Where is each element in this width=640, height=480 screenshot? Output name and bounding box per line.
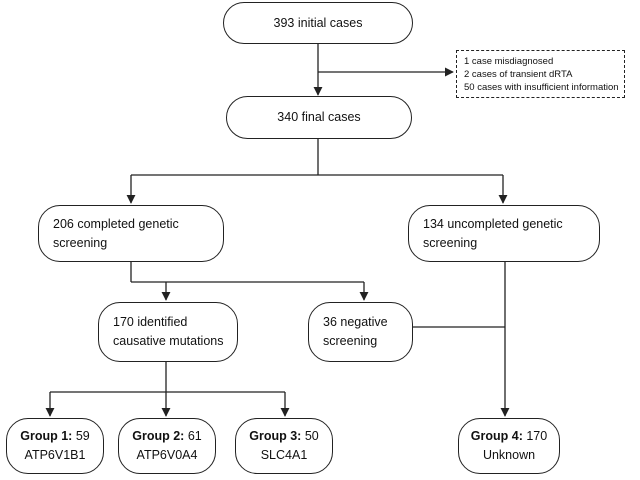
group3-heading: Group 3: 50 [249, 427, 318, 446]
node-uncompleted-line1: 134 uncompleted genetic [423, 216, 563, 231]
group4-count: 170 [522, 429, 548, 443]
node-identified-line1: 170 identified [113, 315, 188, 329]
group3-label: Group 3: [249, 429, 302, 443]
group3-count: 50 [301, 429, 319, 443]
exclusion-item: 1 case misdiagnosed [464, 56, 554, 67]
group1-label: Group 1: [20, 429, 73, 443]
group1-count: 59 [72, 429, 90, 443]
node-identified-line2: causative mutations [113, 334, 224, 348]
group2-heading: Group 2: 61 [132, 427, 201, 446]
group2-gene: ATP6V0A4 [136, 448, 198, 462]
node-negative-line1: 36 negative [323, 315, 388, 329]
node-completed-line1: 206 completed genetic [53, 216, 179, 231]
group2-count: 61 [184, 429, 202, 443]
group4-label: Group 4: [470, 429, 523, 443]
node-initial-cases: 393 initial cases [223, 2, 413, 44]
node-completed-line2: screening [53, 235, 108, 250]
node-final-cases: 340 final cases [226, 96, 412, 139]
group4-heading: Group 4: 170 [471, 427, 547, 446]
group4-gene: Unknown [482, 448, 536, 462]
node-identified-mutations: 170 identified causative mutations [98, 302, 238, 362]
group2-label: Group 2: [132, 429, 185, 443]
node-negative-line2: screening [323, 334, 378, 348]
node-uncompleted-line2: screening [423, 235, 478, 250]
node-group3: Group 3: 50 SLC4A1 [235, 418, 333, 474]
exclusion-item: 50 cases with insufficient information [464, 82, 619, 93]
group3-gene: SLC4A1 [260, 448, 308, 462]
group1-heading: Group 1: 59 [20, 427, 89, 446]
node-group4: Group 4: 170 Unknown [458, 418, 560, 474]
exclusions-note: 1 case misdiagnosed 2 cases of transient… [456, 50, 625, 98]
node-completed-screening: 206 completed genetic screening [38, 205, 224, 262]
exclusion-item: 2 cases of transient dRTA [464, 69, 573, 80]
group1-gene: ATP6V1B1 [24, 448, 86, 462]
node-negative-screening: 36 negative screening [308, 302, 413, 362]
node-uncompleted-screening: 134 uncompleted genetic screening [408, 205, 600, 262]
node-group2: Group 2: 61 ATP6V0A4 [118, 418, 216, 474]
node-group1: Group 1: 59 ATP6V1B1 [6, 418, 104, 474]
node-final-cases-text: 340 final cases [277, 110, 361, 124]
node-initial-cases-text: 393 initial cases [273, 15, 363, 30]
